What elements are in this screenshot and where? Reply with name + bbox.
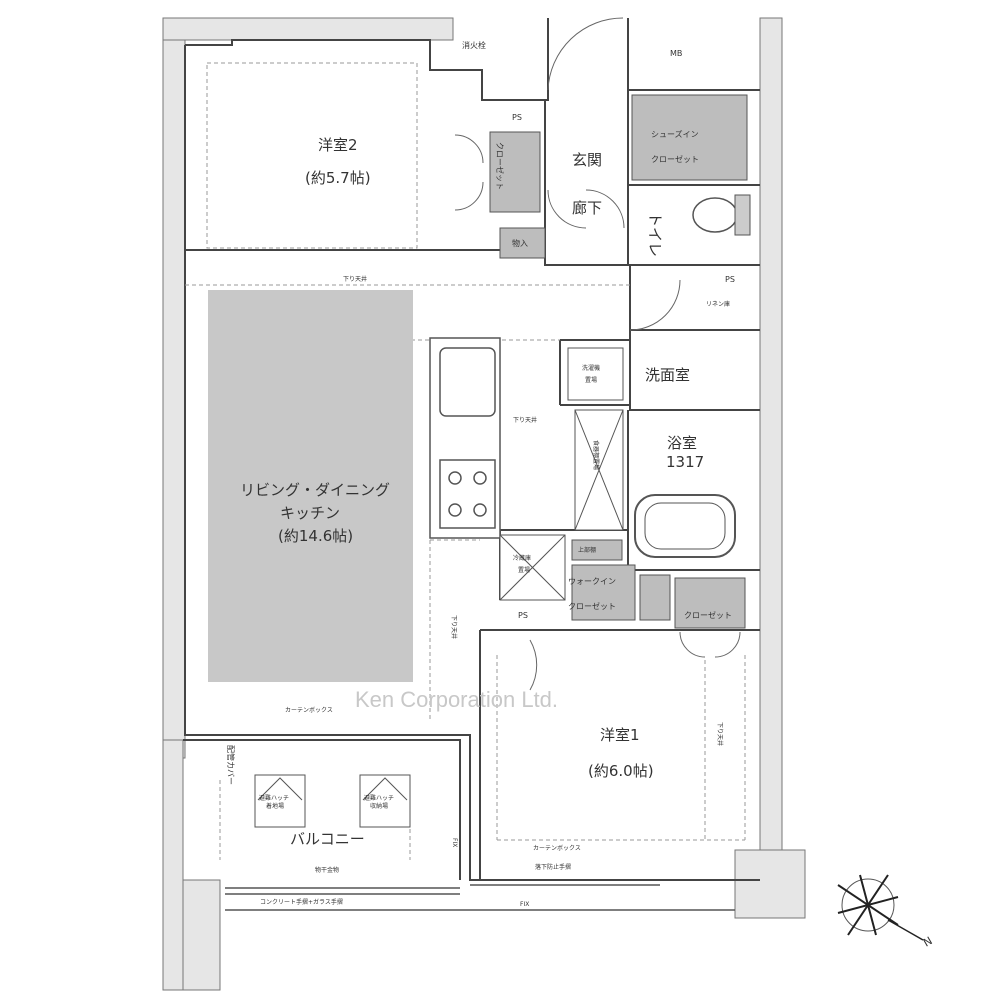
fire-hydrant-label: 消火栓 — [462, 40, 486, 50]
upper-cabinet-label: 上部棚 — [578, 546, 596, 554]
railing — [225, 884, 735, 911]
storage-label: 物入 — [512, 238, 528, 248]
lowered-ceiling-label-3: 下り天井 — [450, 615, 458, 639]
fridge-label-1: 冷蔵庫 — [513, 554, 531, 562]
closet-label-western1: クローゼット — [684, 610, 732, 620]
fridge-label-2: 置場 — [518, 566, 530, 574]
dish-storage-label: 食器棚置場 — [592, 440, 600, 470]
washer-label-2: 置場 — [585, 376, 597, 384]
fix-label-2: FIX — [520, 901, 529, 908]
lowered-ceiling-label-4: 下り天井 — [716, 722, 724, 746]
linen-label: リネン庫 — [706, 300, 730, 308]
compass-n-label: N — [921, 934, 935, 949]
washer-label-1: 洗濯機 — [582, 364, 600, 372]
toilet-tank — [734, 194, 751, 236]
evac-hatch-1-sub: 着地場 — [266, 802, 284, 810]
pipe-cover-label: 配管カバー — [226, 745, 236, 785]
evac-hatch-2-label: 避難ハッチ — [364, 794, 394, 802]
door-swings — [454, 17, 741, 691]
railing-label: コンクリート手摺+ガラス手摺 — [260, 898, 343, 906]
room-ldk-size: (約14.6帖) — [278, 527, 353, 545]
lowered-ceiling-label-1: 下り天井 — [343, 275, 367, 283]
room-western2-size: (約5.7帖) — [305, 169, 371, 187]
kitchen-counter — [429, 337, 501, 539]
compass — [837, 874, 924, 941]
lowered-ceiling-label-2: 下り天井 — [513, 416, 537, 424]
room-balcony: バルコニー — [290, 830, 365, 848]
mb-label: MB — [670, 49, 682, 58]
room-western2-name: 洋室2 — [318, 136, 358, 154]
bathtub — [634, 494, 736, 558]
room-western1-size: (約6.0帖) — [588, 762, 654, 780]
room-entrance: 玄関 — [572, 151, 602, 169]
ps-label-1: PS — [512, 113, 522, 122]
ldk-area — [208, 290, 413, 682]
evac-hatch-1-label: 避難ハッチ — [259, 794, 289, 802]
walkin-closet-label-1: ウォークイン — [568, 577, 616, 586]
room-toilet: トイレ — [646, 212, 664, 257]
room-bath-size: 1317 — [666, 453, 704, 471]
interior-walls — [183, 18, 760, 881]
outer-walls — [162, 17, 806, 991]
closet-label-western2: クローゼット — [495, 142, 505, 190]
ps-label-3: PS — [518, 611, 528, 620]
room-ldk-line2: キッチン — [280, 504, 340, 522]
room-ldk-line1: リビング・ダイニング — [240, 481, 390, 499]
watermark: Ken Corporation Ltd. — [355, 687, 558, 712]
evac-hatches — [254, 774, 411, 828]
appliance-spaces — [499, 347, 624, 601]
room-bathroom: 浴室 — [667, 434, 697, 452]
drying-hardware-label: 物干金物 — [315, 866, 339, 874]
bathtub-inner — [644, 502, 726, 550]
fix-label-1: FIX — [451, 838, 458, 847]
room-corridor: 廊下 — [572, 199, 602, 217]
fall-prevention-label: 落下防止手摺 — [535, 863, 571, 871]
room-western1-name: 洋室1 — [600, 726, 640, 744]
evac-hatch-2-sub: 収納場 — [370, 802, 388, 810]
curtain-box-label-1: カーテンボックス — [285, 706, 333, 714]
room-washroom: 洗面室 — [645, 366, 690, 384]
ps-label-2: PS — [725, 275, 735, 284]
storage-blocks — [489, 94, 748, 629]
shoe-closet-label-2: クローゼット — [651, 154, 699, 164]
curtain-box-label-2: カーテンボックス — [533, 844, 581, 852]
shoe-closet-label-1: シューズイン — [651, 129, 699, 139]
toilet-bowl — [692, 197, 738, 233]
walkin-closet-label-2: クローゼット — [568, 601, 616, 611]
